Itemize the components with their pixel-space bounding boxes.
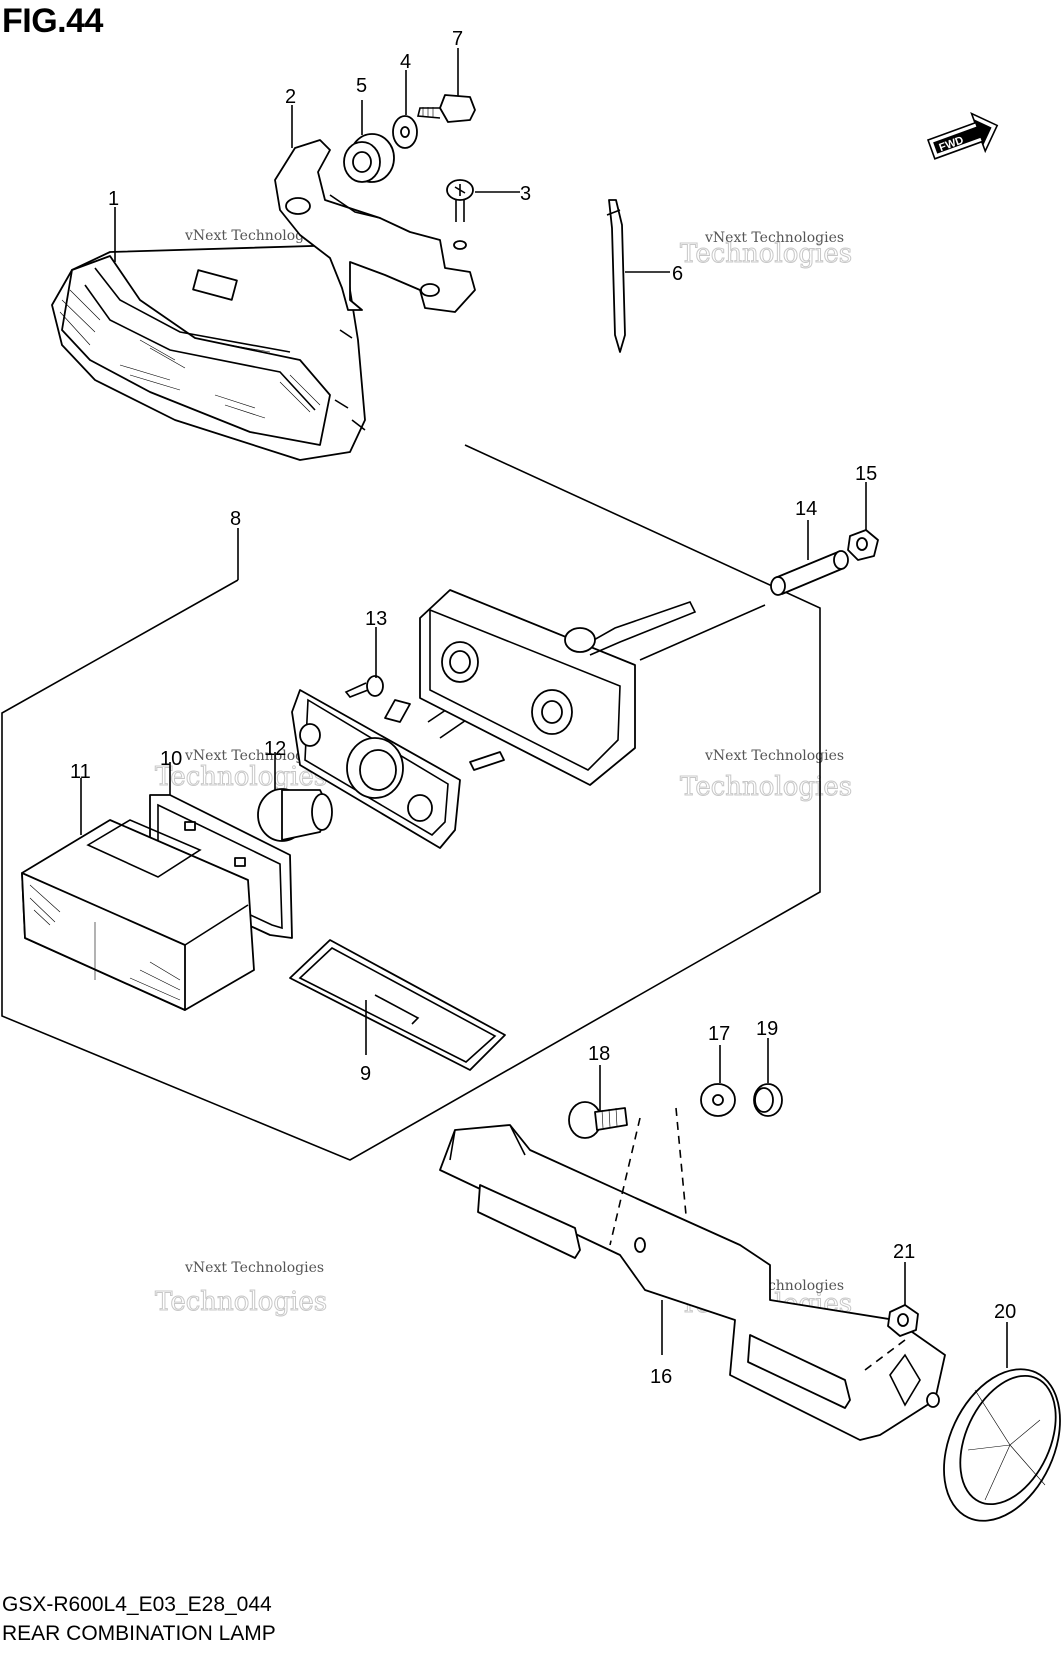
callout-14: 14 bbox=[795, 498, 817, 520]
figure-model-code: GSX-R600L4_E03_E28_044 bbox=[2, 1593, 272, 1616]
callout-11: 11 bbox=[70, 761, 91, 783]
callout-5: 5 bbox=[356, 75, 367, 97]
part-13-screw bbox=[344, 675, 384, 698]
watermark-large: Technologies bbox=[680, 772, 852, 802]
part-1-tail-lamp bbox=[51, 244, 366, 461]
watermark-small: vNext Technologies bbox=[704, 230, 844, 246]
callout-21: 21 bbox=[893, 1241, 915, 1263]
callout-6: 6 bbox=[672, 263, 683, 285]
callout-9: 9 bbox=[360, 1063, 371, 1085]
callout-1: 1 bbox=[108, 188, 119, 210]
callout-13: 13 bbox=[365, 608, 387, 630]
part-12-bulb bbox=[257, 788, 333, 842]
callout-15: 15 bbox=[855, 463, 877, 485]
callout-8: 8 bbox=[230, 508, 241, 530]
callout-3: 3 bbox=[520, 183, 531, 205]
watermark-large: Technologies bbox=[155, 1287, 327, 1317]
watermark-large: Technologies bbox=[155, 762, 327, 792]
part-14-tube bbox=[770, 550, 849, 596]
part-8-assembly-outline bbox=[1, 444, 821, 1161]
watermark-small: vNext Technologies bbox=[184, 1260, 324, 1276]
part-21-nut bbox=[887, 1304, 919, 1337]
part-2-bracket bbox=[274, 139, 476, 313]
part-17-washer bbox=[700, 1083, 736, 1117]
callout-16: 16 bbox=[650, 1366, 672, 1388]
watermark-small: vNext Technologies bbox=[184, 228, 324, 244]
part-15-nut bbox=[847, 529, 879, 561]
callout-20: 20 bbox=[994, 1301, 1016, 1323]
part-3-screw bbox=[446, 179, 474, 222]
part-9-plate bbox=[289, 939, 506, 1071]
figure-title: FIG.44 bbox=[2, 2, 103, 40]
part-18-bolt bbox=[568, 1101, 628, 1139]
part-20-reflector bbox=[943, 1368, 1061, 1522]
callout-labels: 1 2 3 4 5 6 7 8 9 10 11 12 13 14 15 16 1… bbox=[70, 28, 1016, 1388]
callout-17: 17 bbox=[708, 1023, 730, 1045]
callout-12: 12 bbox=[264, 738, 286, 760]
callout-2: 2 bbox=[285, 86, 296, 108]
part-16-bracket bbox=[439, 1124, 946, 1441]
callout-10: 10 bbox=[160, 748, 182, 770]
leader-lines bbox=[80, 48, 1008, 1371]
part-4-washer bbox=[392, 115, 418, 149]
callout-18: 18 bbox=[588, 1043, 610, 1065]
part-11-lens bbox=[21, 819, 255, 1011]
callout-7: 7 bbox=[452, 28, 463, 50]
part-5-grommet bbox=[343, 133, 395, 183]
watermark-small: vNext Technologies bbox=[704, 748, 844, 764]
lamp-rear-housing bbox=[419, 589, 697, 786]
part-6-cable-tie bbox=[606, 199, 626, 353]
callout-4: 4 bbox=[400, 51, 411, 73]
callout-19: 19 bbox=[756, 1018, 778, 1040]
watermark-small: vNext Technologies bbox=[184, 748, 324, 764]
fwd-arrow-badge: FWD bbox=[926, 111, 999, 160]
part-7-bolt bbox=[416, 94, 476, 123]
watermark-large: Technologies bbox=[680, 239, 852, 269]
lamp-base-plate bbox=[291, 659, 531, 849]
figure-name: REAR COMBINATION LAMP bbox=[2, 1622, 276, 1645]
part-19-nut bbox=[753, 1083, 783, 1117]
